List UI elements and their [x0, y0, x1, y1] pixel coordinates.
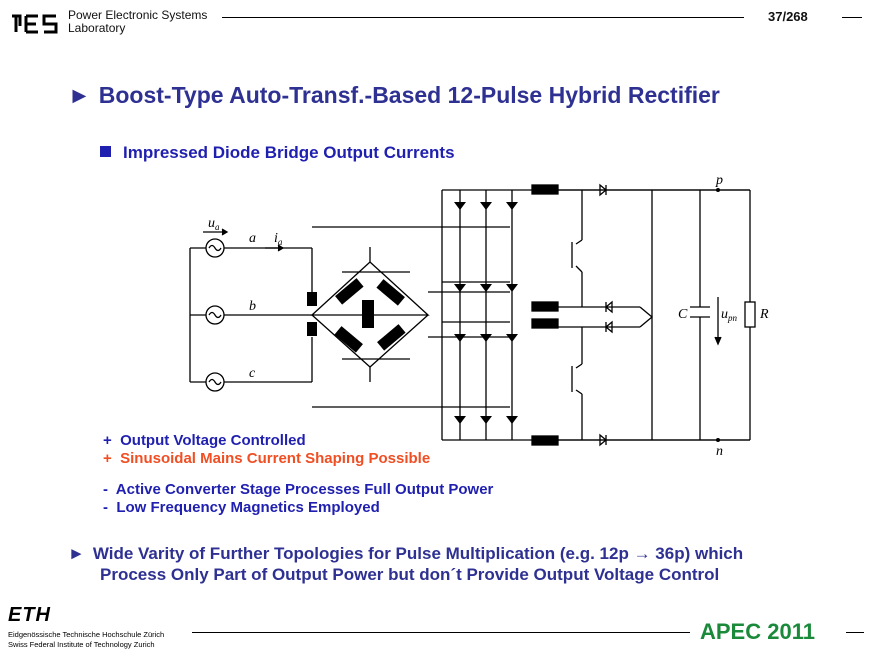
eth-name-line2: Swiss Federal Institute of Technology Zu… [8, 640, 155, 649]
bottom-note-line2: Process Only Part of Output Power but do… [100, 565, 720, 584]
advantages-list: + Output Voltage Controlled + Sinusoidal… [103, 432, 430, 468]
rectifier-schematic: ua a ia b c p n C upn R [189, 173, 769, 459]
lab-name-line1: Power Electronic Systems [68, 8, 208, 22]
label-p: p [715, 173, 723, 188]
plus-sign: + [103, 450, 112, 467]
square-bullet-icon [100, 146, 111, 157]
advantage-text: Sinusoidal Mains Current Shaping Possibl… [120, 450, 431, 467]
advantage-item-1: + Output Voltage Controlled [103, 432, 430, 450]
label-n: n [716, 444, 723, 459]
header-rule-right [842, 17, 862, 18]
eth-logo: ETH [8, 604, 51, 626]
bottom-note-line1: ► Wide Varity of Further Topologies for P… [68, 543, 743, 564]
label-c: c [249, 366, 256, 381]
minus-sign: - [103, 481, 108, 498]
advantage-item-2: + Sinusoidal Mains Current Shaping Possi… [103, 450, 430, 468]
bottom-note-text1: Wide Varity of Further Topologies for Pu… [92, 544, 744, 563]
plus-sign: + [103, 432, 112, 449]
pes-logo [12, 14, 58, 34]
apec-logo: APEC 2011 [700, 619, 815, 644]
lab-name-line2: Laboratory [68, 21, 126, 35]
triangle-bullet-icon: ► [68, 82, 91, 108]
footer-rule-right [846, 632, 864, 633]
bottom-note: ► Wide Varity of Further Topologies for P… [68, 543, 743, 585]
subtitle-text: Impressed Diode Bridge Output Currents [123, 143, 455, 162]
disadvantage-item-2: - Low Frequency Magnetics Employed [103, 499, 493, 517]
slide-title-text: Boost-Type Auto-Transf.-Based 12-Pulse H… [98, 82, 720, 108]
label-a: a [249, 231, 256, 246]
header-rule [222, 17, 744, 18]
advantage-text: Output Voltage Controlled [120, 432, 306, 449]
disadvantage-text: Active Converter Stage Processes Full Ou… [115, 481, 494, 498]
eth-name-line1: Eidgenössische Technische Hochschule Zür… [8, 630, 165, 639]
disadvantage-text: Low Frequency Magnetics Employed [116, 499, 380, 516]
footer-rule [192, 632, 690, 633]
disadvantages-list: - Active Converter Stage Processes Full … [103, 481, 493, 517]
subtitle: Impressed Diode Bridge Output Currents [100, 143, 455, 163]
triangle-bullet-icon: ► [68, 544, 85, 563]
lab-name: Power Electronic Systems Laboratory [68, 9, 207, 35]
label-r: R [759, 307, 769, 322]
label-ia: ia [274, 231, 283, 247]
minus-sign: - [103, 499, 108, 516]
page-number: 37/268 [768, 9, 808, 24]
label-upn: upn [721, 307, 738, 323]
disadvantage-item-1: - Active Converter Stage Processes Full … [103, 481, 493, 499]
label-b: b [249, 299, 256, 314]
eth-name: Eidgenössische Technische Hochschule Zür… [8, 630, 164, 650]
label-ua: ua [208, 216, 220, 232]
slide-title: ► Boost-Type Auto-Transf.-Based 12-Pulse … [68, 82, 720, 109]
label-c-capacitor: C [678, 307, 688, 322]
